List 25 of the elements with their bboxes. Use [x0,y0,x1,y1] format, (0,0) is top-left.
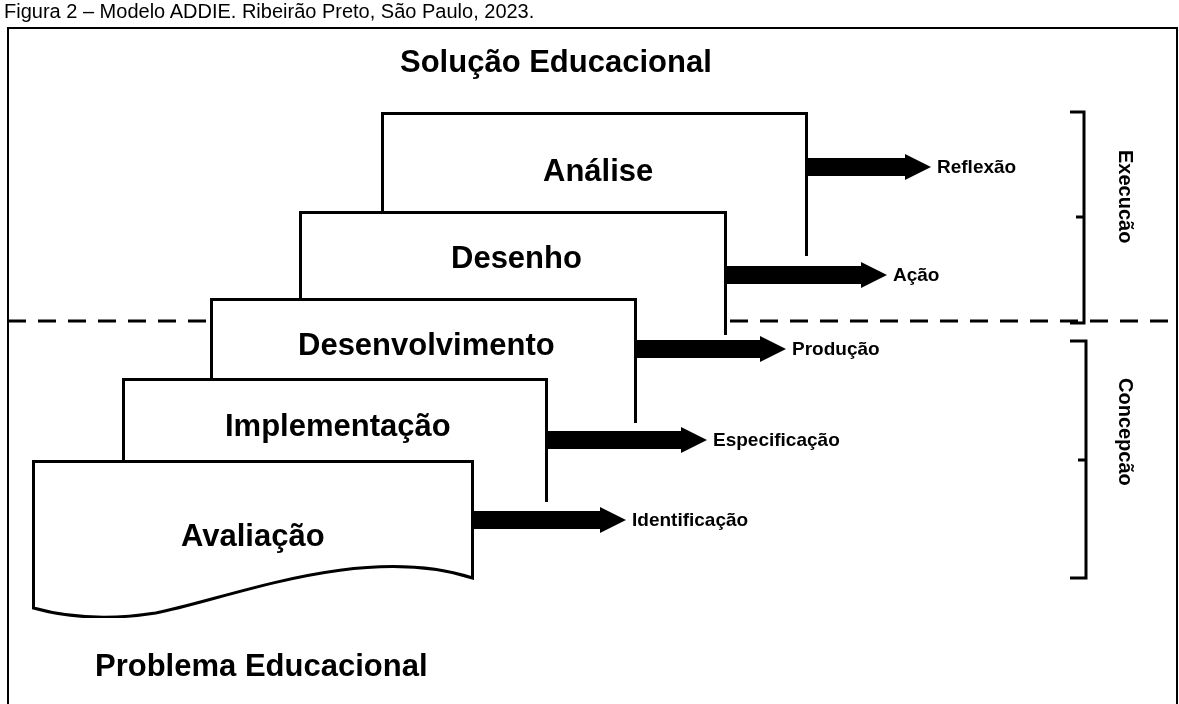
stage-box [210,298,637,378]
side-label: Execucão [1114,150,1137,244]
block-arrow [637,336,786,362]
output-label: Produção [792,338,880,360]
stage-label: Avaliação [181,518,325,554]
document-shape [32,460,474,618]
heading-text: Problema Educacional [95,648,428,684]
stage-label: Análise [543,153,654,189]
block-arrow [548,427,707,453]
stage-label: Desenvolvimento [298,327,555,363]
block-arrow [474,507,626,533]
heading-text: Solução Educacional [400,44,712,80]
figure-title: Figura 2 – Modelo ADDIE. Ribeirão Preto, São Paulo, 2023. [4,0,535,23]
side-label: Concepcão [1114,378,1137,486]
output-label: Identificação [632,509,749,531]
block-arrow [727,262,887,288]
stage-box [381,112,808,211]
output-label: Ação [893,264,940,286]
output-label: Especificação [713,429,840,451]
stage-box [299,211,727,298]
stage-label: Desenho [451,240,582,276]
stage-box [122,378,548,460]
stage-label: Implementação [225,408,451,444]
block-arrow [808,154,931,180]
output-label: Reflexão [937,156,1017,178]
